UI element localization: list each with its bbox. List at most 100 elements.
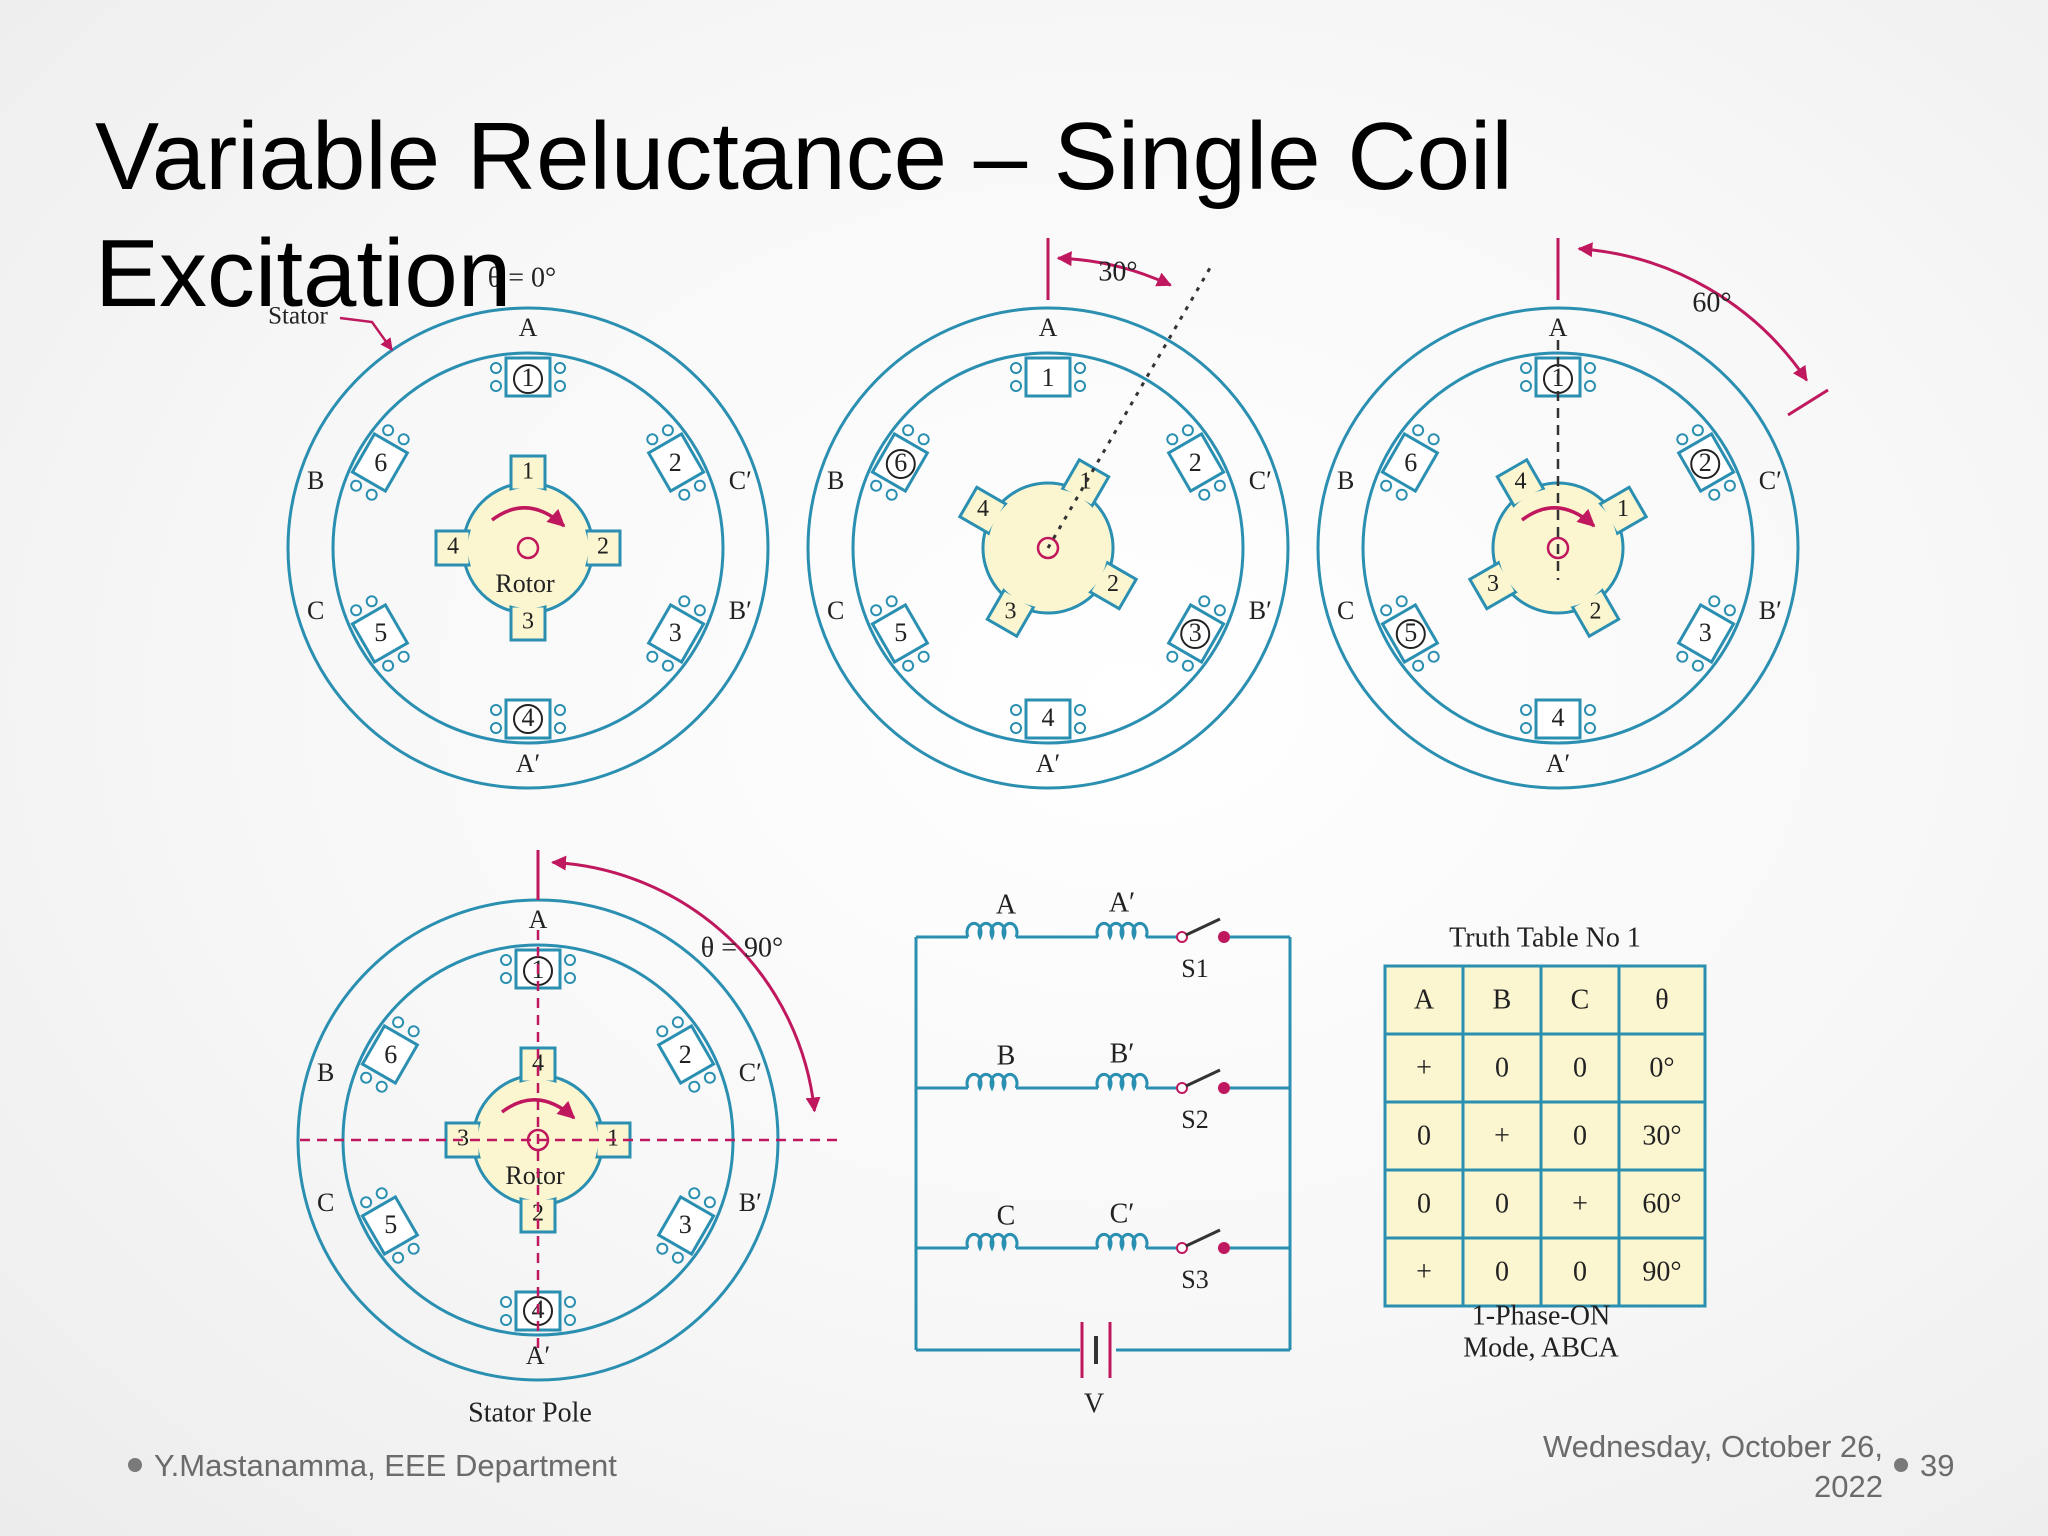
- page-number-text: 39: [1920, 1448, 1955, 1483]
- coil-dot: [490, 362, 502, 374]
- stator-pole-shoe: [870, 431, 930, 494]
- stator-pole-shoe: [350, 431, 410, 494]
- stator-pole-number: 5: [1404, 618, 1417, 647]
- truth-table-value: +: [1416, 1256, 1432, 1287]
- coil-label: A′: [1109, 887, 1135, 918]
- stator-pole-shoe: [646, 431, 706, 494]
- phase-label: B: [1337, 466, 1354, 495]
- coil-dot: [397, 433, 410, 446]
- stator-pole: [646, 424, 706, 501]
- stator-outer-ring: [286, 306, 770, 790]
- stator-pole-number: 2: [669, 448, 682, 477]
- stator-pole-shoe: [646, 602, 706, 665]
- coil-dot: [564, 1296, 576, 1308]
- truth-table-header: θ: [1655, 984, 1668, 1015]
- rotation-arrow-icon: [1520, 506, 1596, 528]
- stator-pole: [350, 595, 410, 672]
- truth-table-value: 0: [1417, 1120, 1431, 1151]
- stator-pole-number: 4: [522, 703, 535, 732]
- rotor-label: Rotor: [505, 1161, 565, 1190]
- footer-date-line1: Wednesday, October 26,: [1542, 1429, 1883, 1464]
- coil-dot: [1520, 704, 1532, 716]
- coil-dot: [1520, 722, 1532, 734]
- coil-dot: [1198, 488, 1211, 501]
- phase-label: B′: [739, 1188, 762, 1217]
- phase-label: C: [1337, 596, 1354, 625]
- coil-label: A: [996, 889, 1017, 920]
- coil-dot: [365, 595, 378, 608]
- coil-dot: [661, 659, 674, 672]
- coil-dot: [1181, 659, 1194, 672]
- stator-pole: [870, 424, 930, 501]
- stator-pole-number: 4: [1552, 703, 1565, 732]
- phase-label: A′: [1036, 749, 1060, 778]
- truth-table-value: +: [1572, 1188, 1588, 1219]
- stator-pole: [1520, 698, 1596, 740]
- coil-dot: [902, 659, 915, 672]
- stator-pole-shoe: [1676, 602, 1736, 665]
- coil-dot: [1074, 380, 1086, 392]
- phase-label: B′: [1249, 596, 1272, 625]
- switch-label: S2: [1181, 1105, 1208, 1134]
- switch-contact: [1218, 1082, 1230, 1094]
- coil-dot: [1412, 659, 1425, 672]
- stator-pole: [360, 1016, 420, 1093]
- coil-icon: [1095, 1072, 1149, 1092]
- coil-dot: [350, 479, 363, 492]
- coil-dot: [693, 479, 706, 492]
- switch-contact: [1176, 1242, 1188, 1254]
- stator-pole-number: 5: [384, 1210, 397, 1239]
- stator-pole-shoe: [1166, 602, 1226, 665]
- coil-dot: [1010, 704, 1022, 716]
- stator-inner-ring: [1361, 351, 1755, 745]
- switch-blade: [1185, 1228, 1221, 1248]
- coil-dot: [1380, 479, 1393, 492]
- switch-contact: [1176, 931, 1188, 943]
- truth-table-value: 0°: [1649, 1052, 1674, 1083]
- stator-pole: [870, 595, 930, 672]
- coil-icon: [965, 1232, 1019, 1252]
- stator-pole-number: 4: [1042, 703, 1055, 732]
- coil-dot: [1213, 604, 1226, 617]
- coil-dot: [500, 1296, 512, 1308]
- coil-dot: [1380, 604, 1393, 617]
- coil-dot: [1074, 362, 1086, 374]
- truth-table-caption: Mode, ABCA: [1463, 1332, 1619, 1363]
- stator-pole-number: 3: [669, 618, 682, 647]
- coil-dot: [365, 488, 378, 501]
- reference-line: [1787, 388, 1829, 417]
- phase-label: A: [1549, 313, 1568, 342]
- rotor-tooth-number: 1: [522, 459, 534, 485]
- stator-pole: [656, 1187, 716, 1264]
- rotor-tooth-shape: [509, 454, 547, 492]
- truth-table-value: 30°: [1642, 1120, 1681, 1151]
- coil-dot: [1723, 604, 1736, 617]
- coil-label: C′: [1110, 1198, 1135, 1229]
- rotor-shaft: [1546, 536, 1570, 560]
- coil-dot: [656, 1025, 669, 1038]
- stator-pole-shoe: [360, 1194, 420, 1257]
- footer-date-line2: 2022: [1814, 1469, 1883, 1504]
- footer-date: Wednesday, October 26, 2022: [1463, 1427, 1883, 1507]
- phase-label: C: [827, 596, 844, 625]
- energized-pole-marker: [1690, 449, 1721, 479]
- coil-dot: [1584, 380, 1596, 392]
- stator-pole: [1676, 424, 1736, 501]
- coil-dot: [392, 1016, 405, 1029]
- switch-label: S3: [1181, 1265, 1208, 1294]
- coil-dot: [688, 1080, 701, 1093]
- stator-pole-shoe: [350, 602, 410, 665]
- stator-pole-shoe: [1534, 698, 1582, 740]
- rotor-tooth-number: 4: [977, 496, 989, 522]
- stator-pole-number: 1: [522, 363, 535, 392]
- coil-dot: [500, 972, 512, 984]
- stator-pole-number: 2: [1189, 448, 1202, 477]
- rotor-tooth-number: 1: [607, 1126, 619, 1152]
- truth-table-header: B: [1493, 984, 1512, 1015]
- rotor-shaft: [1036, 536, 1060, 560]
- coil-dot: [917, 433, 930, 446]
- rotor-tooth-number: 2: [1590, 598, 1602, 624]
- footer-author-text: Y.Mastanamma, EEE Department: [154, 1448, 617, 1483]
